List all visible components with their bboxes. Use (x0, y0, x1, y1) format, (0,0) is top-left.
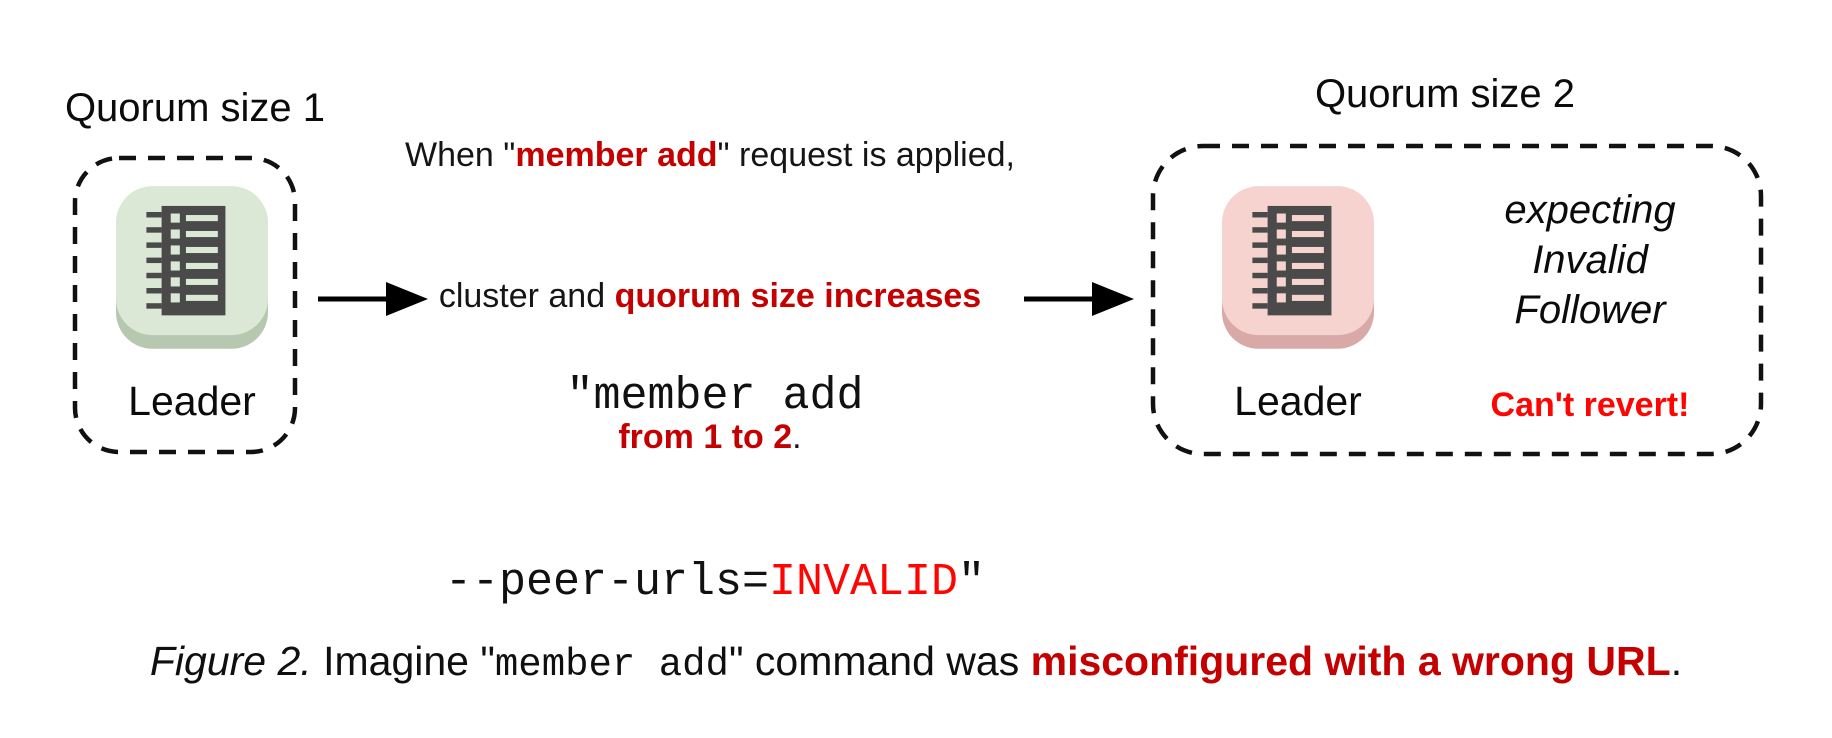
left-cluster-boundary-box (72, 155, 298, 455)
annotation-member-add: member add (515, 136, 718, 174)
server-icon (116, 186, 268, 349)
member-add-annotation: When "member add" request is applied, cl… (400, 38, 1020, 555)
caption-member-add-code: member add (494, 643, 729, 687)
command-line-1: "member add (566, 371, 864, 422)
right-cluster-title: Quorum size 2 (1314, 72, 1576, 116)
command-line-2: --peer-urls=INVALID" (444, 557, 986, 608)
member-add-command: "member add --peer-urls=INVALID" (415, 242, 1015, 738)
invalid-url-text: INVALID (769, 557, 959, 608)
expecting-invalid-follower-note: expecting Invalid Follower (1504, 188, 1676, 332)
figure-label: Figure 2. (149, 638, 312, 684)
arrow-right-icon (318, 282, 428, 316)
annotation-line-1: When "member add" request is applied, (405, 136, 1015, 174)
leader-label-left: Leader (128, 378, 256, 424)
server-icon (1222, 186, 1374, 349)
figure-caption: Figure 2. Imagine "member add" command w… (0, 524, 1832, 738)
annotation-line-2: cluster and quorum size increases (438, 277, 982, 315)
arrow-right-icon (1024, 282, 1134, 316)
leader-label-right: Leader (1234, 378, 1362, 424)
annotation-line-3: from 1 to 2. (618, 418, 802, 456)
annotation-quorum-increase: quorum size increases (614, 277, 982, 315)
cant-revert-warning: Can't revert! (1490, 386, 1690, 424)
caption-line-1: Figure 2. Imagine "member add" command w… (149, 638, 1683, 687)
caption-misconfigured-highlight: misconfigured with a wrong URL (1030, 638, 1671, 684)
left-cluster-title: Quorum size 1 (64, 86, 326, 130)
